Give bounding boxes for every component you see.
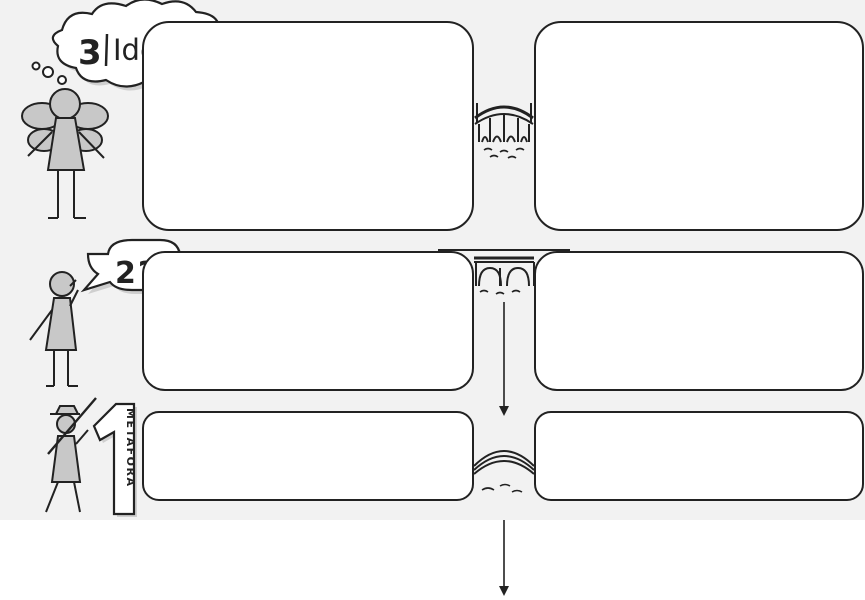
explorer-body [50, 435, 82, 483]
ideas-number: 3 [78, 33, 102, 73]
metaphor-box-right[interactable] [534, 411, 864, 501]
explorer-arm [75, 429, 89, 445]
thinker-head [49, 271, 75, 297]
metaphor-number-one: METAFORA [92, 402, 137, 517]
question-number: 2 [115, 256, 136, 291]
question-box-right[interactable] [534, 251, 864, 391]
ideas-box-left[interactable] [142, 21, 474, 231]
arrow-down-2 [499, 520, 509, 596]
explorer-leg-left [45, 481, 59, 513]
thinking-figure [29, 271, 79, 387]
explorer-figure [45, 397, 97, 513]
fairy-arm-right [78, 131, 105, 159]
explorer-staff [47, 397, 97, 455]
ideas-box-right[interactable] [534, 21, 864, 231]
arrow-down-1 [499, 302, 509, 416]
thinker-hand [69, 279, 77, 287]
question-box-left[interactable] [142, 251, 474, 391]
row-metaphor: METAFORA [45, 397, 864, 596]
cloud-bubble-3 [57, 75, 67, 85]
fairy-dress [46, 117, 86, 171]
row-ideas: 3 Ideas [21, 0, 864, 231]
explorer-hat [50, 405, 80, 415]
winged-figure [21, 88, 109, 219]
ideas-divider [104, 33, 109, 67]
metaphor-box-left[interactable] [142, 411, 474, 501]
bridge-arched-icon [474, 103, 534, 159]
bridge-viaduct-icon [474, 256, 535, 295]
cloud-bubble-1 [42, 66, 54, 78]
metaphor-vertical-word: METAFORA [124, 408, 137, 487]
fairy-head [49, 88, 81, 120]
cloud-bubble-2 [31, 61, 41, 71]
one-outline [92, 402, 136, 516]
bridge-rainbow-icon [473, 450, 535, 493]
thinker-arm-right [69, 289, 79, 307]
thinker-body [44, 297, 78, 351]
explorer-leg-right [73, 481, 81, 513]
fairy-arm-left [27, 131, 53, 157]
row-question: 2 ? [29, 238, 864, 416]
thinker-arm-left [29, 309, 53, 341]
